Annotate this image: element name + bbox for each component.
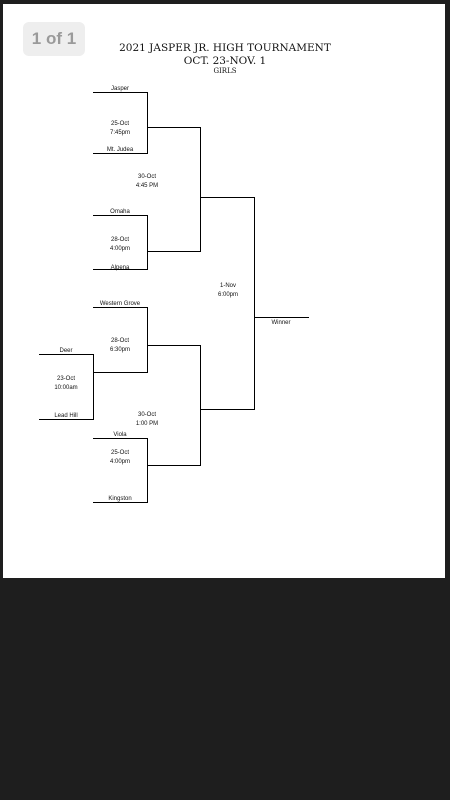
bracket-line bbox=[200, 127, 201, 252]
game-time: 7:45pm bbox=[109, 130, 131, 136]
game-date: 30-Oct bbox=[137, 412, 157, 418]
game-time: 10:00am bbox=[54, 385, 78, 391]
team-label: Alpena bbox=[110, 265, 130, 271]
game-date: 28-Oct bbox=[110, 237, 130, 243]
bracket-line bbox=[147, 345, 201, 346]
game-date: 23-Oct bbox=[56, 376, 76, 382]
game-date: 25-Oct bbox=[110, 450, 130, 456]
team-label: Deer bbox=[59, 348, 73, 354]
tournament-title: 2021 JASPER JR. HIGH TOURNAMENT bbox=[119, 42, 331, 54]
bracket-line bbox=[147, 465, 201, 466]
game-time: 6:00pm bbox=[217, 292, 239, 298]
tournament-division: GIRLS bbox=[213, 67, 237, 75]
game-date: 1-Nov bbox=[219, 283, 237, 289]
bracket-line bbox=[200, 345, 201, 466]
team-label: Viola bbox=[113, 432, 127, 438]
game-date: 28-Oct bbox=[110, 338, 130, 344]
bracket-line bbox=[93, 307, 148, 308]
bracket-line bbox=[147, 307, 148, 373]
bracket-line bbox=[147, 92, 148, 154]
game-time: 4:00pm bbox=[109, 459, 131, 465]
bracket-line bbox=[200, 409, 255, 410]
game-time: 6:30pm bbox=[109, 347, 131, 353]
bracket-line bbox=[93, 269, 148, 270]
bracket-line bbox=[93, 438, 148, 439]
bracket-line bbox=[200, 197, 255, 198]
bracket-line bbox=[93, 502, 148, 503]
bracket-line bbox=[254, 197, 255, 410]
bracket-line bbox=[93, 92, 148, 93]
bracket-line bbox=[147, 251, 201, 252]
bracket-line bbox=[254, 317, 309, 318]
team-label: Lead Hill bbox=[54, 413, 78, 419]
bracket-line bbox=[147, 438, 148, 503]
bracket-line bbox=[147, 215, 148, 270]
team-label: Mt. Judea bbox=[106, 147, 134, 153]
bracket-line bbox=[93, 153, 148, 154]
team-label: Western Grove bbox=[99, 301, 141, 307]
game-date: 25-Oct bbox=[110, 121, 130, 127]
team-label: Omaha bbox=[110, 209, 130, 215]
bracket-line bbox=[39, 419, 94, 420]
bracket-line bbox=[39, 354, 94, 355]
bracket-page bbox=[3, 4, 445, 578]
bracket-line bbox=[93, 215, 148, 216]
team-label: Jasper bbox=[110, 86, 130, 92]
bracket-line bbox=[147, 127, 201, 128]
winner-label: Winner bbox=[271, 320, 291, 326]
page-indicator: 1 of 1 bbox=[23, 22, 85, 56]
game-time: 1:00 PM bbox=[135, 421, 159, 427]
bracket-line bbox=[93, 354, 94, 420]
team-label: Kingston bbox=[108, 496, 132, 502]
bracket-line bbox=[93, 372, 148, 373]
game-time: 4:45 PM bbox=[135, 183, 159, 189]
game-time: 4:00pm bbox=[109, 246, 131, 252]
game-date: 30-Oct bbox=[137, 174, 157, 180]
tournament-dates: OCT. 23-NOV. 1 bbox=[183, 55, 267, 67]
